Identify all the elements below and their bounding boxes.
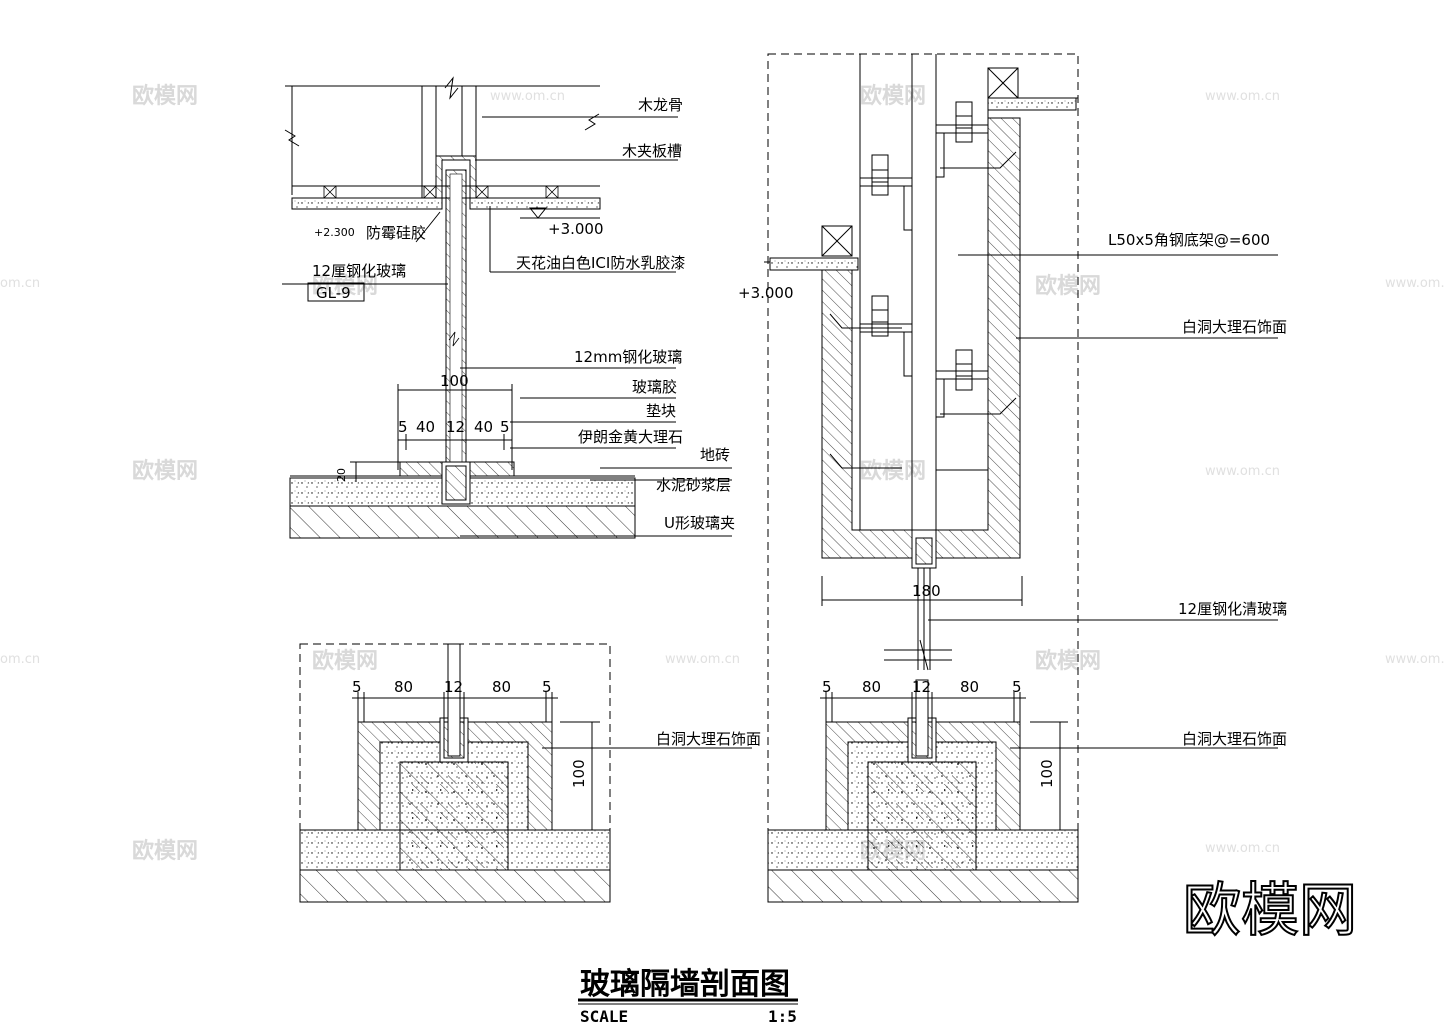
watermark-text: 欧模网 (132, 458, 198, 484)
detail-soffit-section (764, 53, 1278, 903)
glass-tag-box (307, 282, 365, 302)
detail-base-right-labels: 白洞大理石饰面 5 80 12 80 5 100 (822, 678, 1287, 788)
watermark-url: www.om.cn (1385, 276, 1445, 291)
scale-label: SCALE (580, 1007, 628, 1026)
watermark-url: www.om.cn (665, 652, 740, 667)
label-glass-12: 12厘钢化玻璃 (312, 262, 406, 280)
label-angle-steel: L50x5角钢底架@=600 (1108, 231, 1270, 249)
watermark-text: 欧模网 (1035, 648, 1101, 674)
label-wood-clip-slot: 木夹板槽 (622, 142, 682, 160)
detail-soffit-labels: L50x5角钢底架@=600 +3.000 白洞大理石饰面 12厘钢化清玻璃 1… (738, 231, 1287, 618)
watermark-text: 欧模网 (312, 273, 378, 299)
watermark-url: om.cn (0, 652, 40, 667)
label-marble-face: 白洞大理石饰面 (1182, 730, 1287, 748)
label-iran-marble: 伊朗金黄大理石 (578, 428, 683, 446)
detail-ceiling-floor-labels: 木龙骨 木夹板槽 +3.000 +2.300 防霉硅胶 天花油白色ICI防水乳胶… (307, 96, 735, 532)
label-mildew-silicone: 防霉硅胶 (366, 224, 426, 242)
dim-total: 100 (440, 372, 469, 390)
dim-height: 100 (570, 759, 588, 788)
label-elevation-left: +2.300 (314, 226, 355, 239)
watermark-text: 欧模网 (312, 648, 378, 674)
dim-height: 100 (1038, 759, 1056, 788)
watermark-url: www.om.cn (1205, 464, 1280, 479)
drawing-title: 玻璃隔墙剖面图 (580, 967, 790, 1002)
watermark-text: 欧模网 (860, 458, 926, 484)
dim-4: 80 (492, 678, 511, 696)
watermark-url: www.om.cn (1205, 841, 1280, 856)
label-glass-12mm: 12mm钢化玻璃 (574, 348, 682, 366)
watermark-text: 欧模网 (132, 838, 198, 864)
label-floor-tile: 地砖 (700, 446, 730, 464)
dim-2: 80 (394, 678, 413, 696)
label-glass-glue: 玻璃胶 (632, 378, 677, 396)
label-marble-face: 白洞大理石饰面 (656, 730, 761, 748)
dim-5: 5 (1012, 678, 1022, 696)
label-u-glass-clip: U形玻璃夹 (664, 514, 735, 532)
dim-3: 12 (446, 418, 465, 436)
dim-1: 5 (398, 418, 408, 436)
watermarks: 欧模网 欧模网 www.om.cn www.om.cn om.cn 欧模网 欧模… (0, 83, 1445, 864)
watermark-url: www.om.cn (1385, 652, 1445, 667)
dim-3: 12 (912, 678, 931, 696)
dim-3: 12 (444, 678, 463, 696)
detail-ceiling-floor-section (282, 76, 732, 539)
label-pad-block: 垫块 (646, 402, 676, 420)
label-glass-tag: GL-9 (316, 284, 351, 302)
dim-1: 5 (352, 678, 362, 696)
watermark-url: www.om.cn (490, 89, 565, 104)
brand-logo: 欧模网 (1183, 876, 1357, 944)
dim-2: 40 (416, 418, 435, 436)
scale-value: 1:5 (768, 1007, 797, 1026)
label-cement-mortar: 水泥砂浆层 (656, 476, 731, 494)
label-elevation-ceiling: +3.000 (548, 220, 604, 238)
watermark-text: 欧模网 (132, 83, 198, 109)
dim-height: 20 (335, 468, 348, 482)
label-elevation: +3.000 (738, 284, 794, 302)
watermark-url: om.cn (0, 276, 40, 291)
label-glass-clear: 12厘钢化清玻璃 (1178, 600, 1287, 618)
detail-base-left-labels: 白洞大理石饰面 5 80 12 80 5 100 (352, 678, 761, 788)
dim-1: 5 (822, 678, 832, 696)
dim-4: 80 (960, 678, 979, 696)
detail-base-right (767, 679, 1278, 903)
dim-width: 180 (912, 582, 941, 600)
detail-base-left (299, 643, 752, 903)
label-wood-keel: 木龙骨 (638, 96, 683, 114)
dim-5: 5 (500, 418, 510, 436)
dim-5: 5 (542, 678, 552, 696)
watermark-text: 欧模网 (860, 83, 926, 109)
dim-4: 40 (474, 418, 493, 436)
label-ceiling-paint: 天花油白色ICI防水乳胶漆 (516, 254, 685, 272)
label-marble-face: 白洞大理石饰面 (1182, 318, 1287, 336)
title-block: 玻璃隔墙剖面图 SCALE 1:5 (578, 967, 798, 1026)
dim-2: 80 (862, 678, 881, 696)
watermark-text: 欧模网 (1035, 273, 1101, 299)
watermark-url: www.om.cn (1205, 89, 1280, 104)
